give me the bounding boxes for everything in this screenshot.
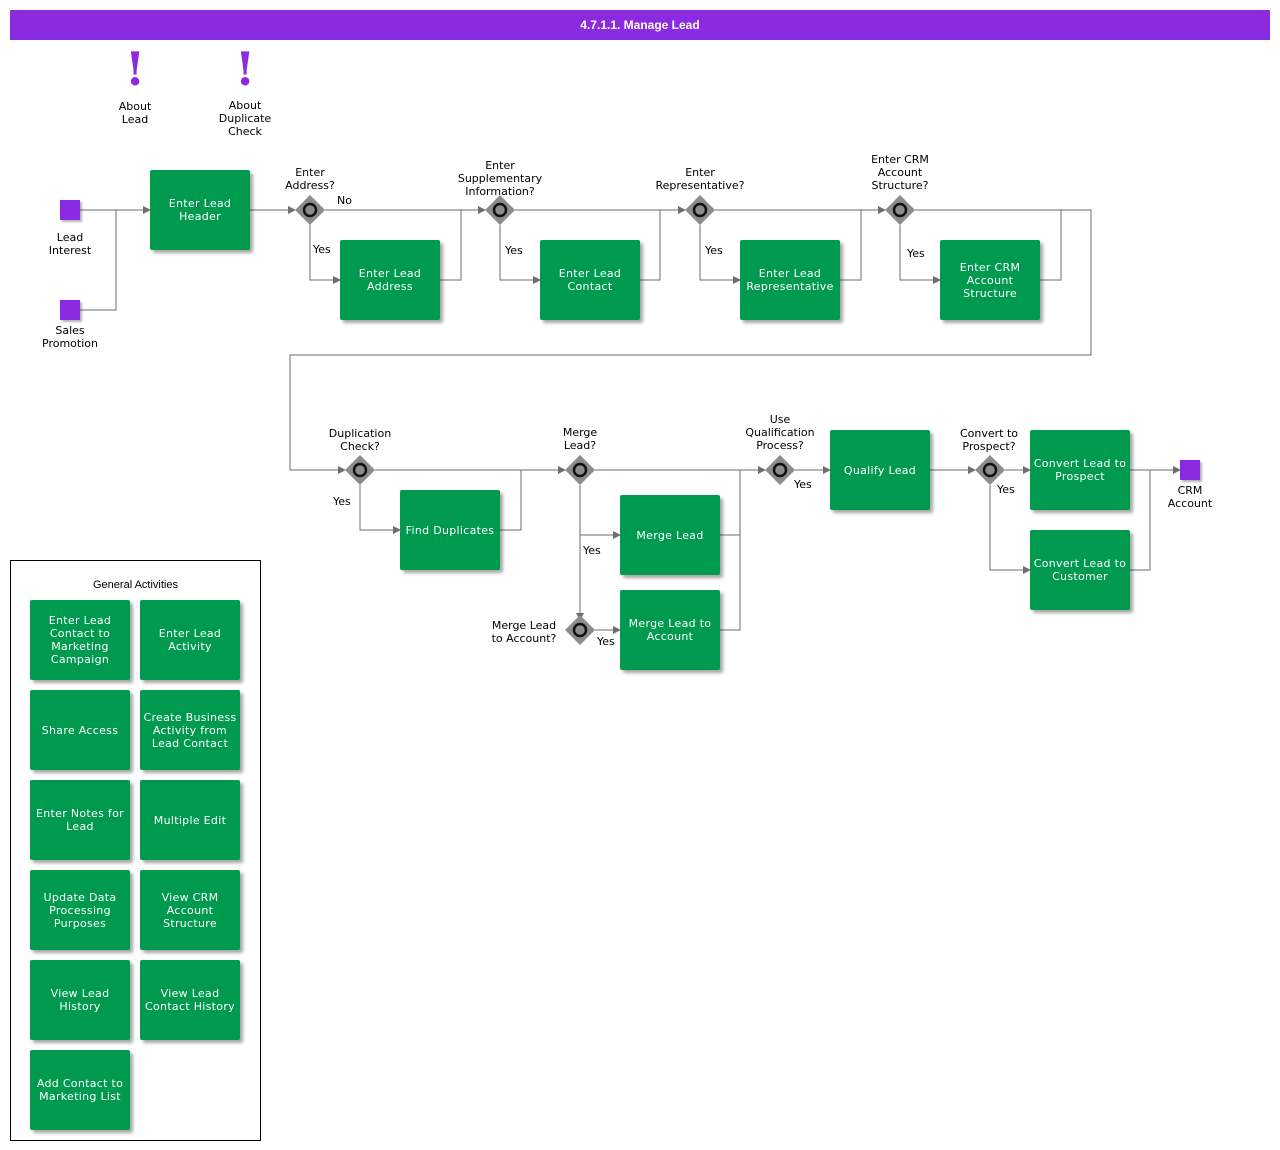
activity-view-lead-contact-history[interactable]: View Lead Contact History [140, 960, 240, 1040]
activity-create-business-activity[interactable]: Create Business Activity from Lead Conta… [140, 690, 240, 770]
gateway-enter-crm-structure[interactable] [885, 195, 915, 225]
gateway-use-qualification[interactable] [765, 455, 795, 485]
task-find-duplicates[interactable]: Find Duplicates [400, 490, 500, 570]
flow-gw9-customer [989, 485, 1031, 574]
flow-gw2-yes [499, 225, 541, 284]
gateway-enter-address[interactable] [295, 195, 325, 225]
task-qualify-lead[interactable]: Qualify Lead [830, 430, 930, 510]
end-event-crm-account[interactable] [1180, 460, 1200, 480]
flow-gw4-next [289, 209, 1092, 474]
activity-multiple-edit[interactable]: Multiple Edit [140, 780, 240, 860]
task-enter-crm-account-structure[interactable]: Enter CRM Account Structure [940, 240, 1040, 320]
start-event-sales-promotion[interactable] [60, 300, 80, 320]
flow-label-yes: Yes [597, 635, 615, 648]
task-enter-lead-header[interactable]: Enter Lead Header [150, 170, 250, 250]
gateway-enter-supplementary[interactable] [485, 195, 515, 225]
flow-contact-back [640, 210, 661, 281]
flow-gw3-yes [699, 225, 741, 284]
flow-gw5-yes [359, 485, 401, 534]
gateway-enter-representative[interactable] [685, 195, 715, 225]
flow-label-yes: Yes [997, 483, 1015, 496]
flow-gw6-yes [579, 485, 621, 539]
flow-label-yes: Yes [505, 244, 523, 257]
flow-label-no: No [337, 194, 352, 207]
activity-view-crm-account-structure[interactable]: View CRM Account Structure [140, 870, 240, 950]
task-merge-lead-to-account[interactable]: Merge Lead to Account [620, 590, 720, 670]
flow-gw4-yes [899, 225, 941, 284]
gateway-merge-to-account[interactable] [565, 615, 595, 645]
gateway-merge-lead[interactable] [565, 455, 595, 485]
flow-label-yes: Yes [907, 247, 925, 260]
activity-enter-lead-contact-to-campaign[interactable]: Enter Lead Contact to Marketing Campaign [30, 600, 130, 680]
flow-structure-back [1040, 210, 1062, 281]
activity-enter-lead-activity[interactable]: Enter Lead Activity [140, 600, 240, 680]
flow-label-yes: Yes [583, 544, 601, 557]
task-enter-lead-representative[interactable]: Enter Lead Representative [740, 240, 840, 320]
flow-find-back [500, 470, 522, 531]
activity-add-contact-to-marketing-list[interactable]: Add Contact to Marketing List [30, 1050, 130, 1130]
task-enter-lead-contact[interactable]: Enter Lead Contact [540, 240, 640, 320]
exclamation-icon: ! [125, 42, 146, 96]
flow-customer-end [1130, 470, 1151, 571]
activity-view-lead-history[interactable]: View Lead History [30, 960, 130, 1040]
flow-gw1-yes [309, 225, 341, 284]
task-enter-lead-address[interactable]: Enter Lead Address [340, 240, 440, 320]
activity-enter-notes[interactable]: Enter Notes for Lead [30, 780, 130, 860]
diagram-title: 4.7.1.1. Manage Lead [10, 10, 1270, 40]
flow-label-yes: Yes [313, 243, 331, 256]
exclamation-icon: ! [235, 42, 256, 96]
task-merge-lead[interactable]: Merge Lead [620, 495, 720, 575]
activity-update-data-processing[interactable]: Update Data Processing Purposes [30, 870, 130, 950]
flow-address-back [440, 210, 462, 281]
flow-sales-promotion [80, 210, 117, 311]
gateway-convert-to-prospect[interactable] [975, 455, 1005, 485]
flow-label-yes: Yes [705, 244, 723, 257]
panel-title: General Activities [93, 579, 178, 591]
flow-merge-back [720, 470, 741, 536]
general-activities-panel: General Activities Enter Lead Contact to… [10, 560, 261, 1141]
flow-label-yes: Yes [794, 478, 812, 491]
task-convert-to-customer[interactable]: Convert Lead to Customer [1030, 530, 1130, 610]
flow-rep-back [840, 210, 862, 281]
flow-label-yes: Yes [333, 495, 351, 508]
start-event-lead-interest[interactable] [60, 200, 80, 220]
gateway-duplication-check[interactable] [345, 455, 375, 485]
activity-share-access[interactable]: Share Access [30, 690, 130, 770]
flow-mergeacc-back [720, 535, 741, 631]
task-convert-to-prospect[interactable]: Convert Lead to Prospect [1030, 430, 1130, 510]
